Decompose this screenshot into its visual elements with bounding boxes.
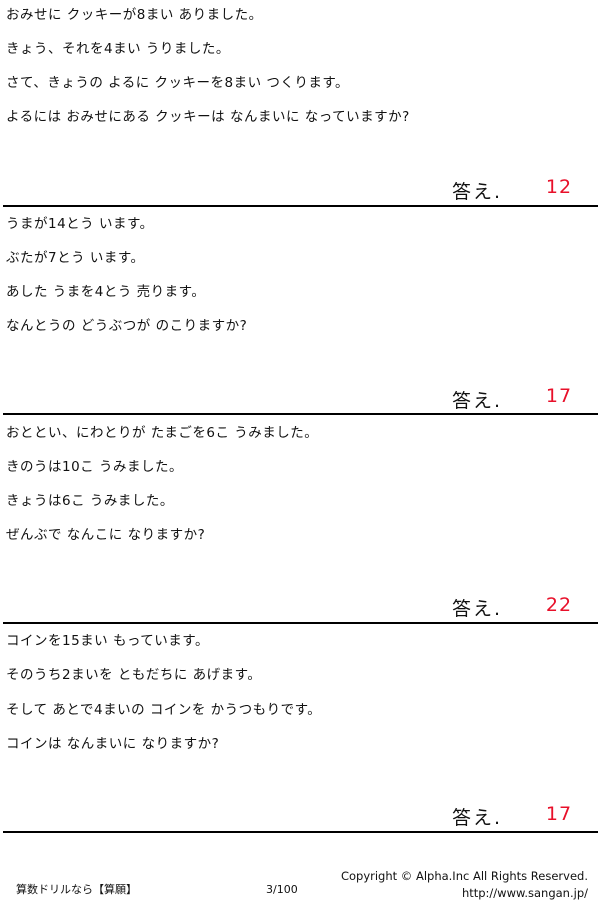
problem-3-line-2: きのうは10こ うみました。 [6, 459, 183, 475]
problem-1-divider [3, 205, 598, 207]
problem-3-answer: 22 [545, 594, 573, 616]
problem-3-answer-label: 答え. [452, 598, 503, 620]
problem-2-answer-label: 答え. [452, 390, 503, 412]
problem-4-line-3: そして あとで4まいの コインを かうつもりです。 [6, 702, 322, 718]
footer-copyright: Copyright © Alpha.Inc All Rights Reserve… [340, 869, 588, 883]
problem-4-line-4: コインは なんまいに なりますか? [6, 736, 220, 752]
problem-4-answer: 17 [545, 803, 573, 825]
problem-3-divider [3, 622, 598, 624]
problem-2-divider [3, 413, 598, 415]
problem-2-line-4: なんとうの どうぶつが のこりますか? [6, 318, 248, 334]
problem-1-line-4: よるには おみせにある クッキーは なんまいに なっていますか? [6, 109, 410, 125]
problem-3-line-3: きょうは6こ うみました。 [6, 493, 174, 509]
problem-4-answer-label: 答え. [452, 807, 503, 829]
footer-site-name: 算数ドリルなら【算願】 [16, 883, 137, 896]
page-number: 3/100 [266, 883, 298, 896]
problem-4-line-2: そのうち2まいを ともだちに あげます。 [6, 667, 262, 683]
problem-2-answer: 17 [545, 385, 573, 407]
problem-2-line-2: ぶたが7とう います。 [6, 250, 145, 266]
problem-1-line-1: おみせに クッキーが8まい ありました。 [6, 7, 263, 23]
problem-1-line-3: さて、きょうの よるに クッキーを8まい つくります。 [6, 75, 350, 91]
footer-url: http://www.sangan.jp/ [461, 886, 588, 900]
problem-2-line-3: あした うまを4とう 売ります。 [6, 284, 206, 300]
problem-1-line-2: きょう、それを4まい うりました。 [6, 41, 230, 57]
problem-1-answer: 12 [545, 176, 573, 198]
problem-3-line-4: ぜんぶで なんこに なりますか? [6, 527, 206, 543]
problem-4-divider [3, 831, 598, 833]
problem-2-line-1: うまが14とう います。 [6, 216, 154, 232]
problem-4-line-1: コインを15まい もっています。 [6, 633, 209, 649]
problem-3-line-1: おととい、にわとりが たまごを6こ うみました。 [6, 425, 319, 441]
problem-1-answer-label: 答え. [452, 181, 503, 203]
